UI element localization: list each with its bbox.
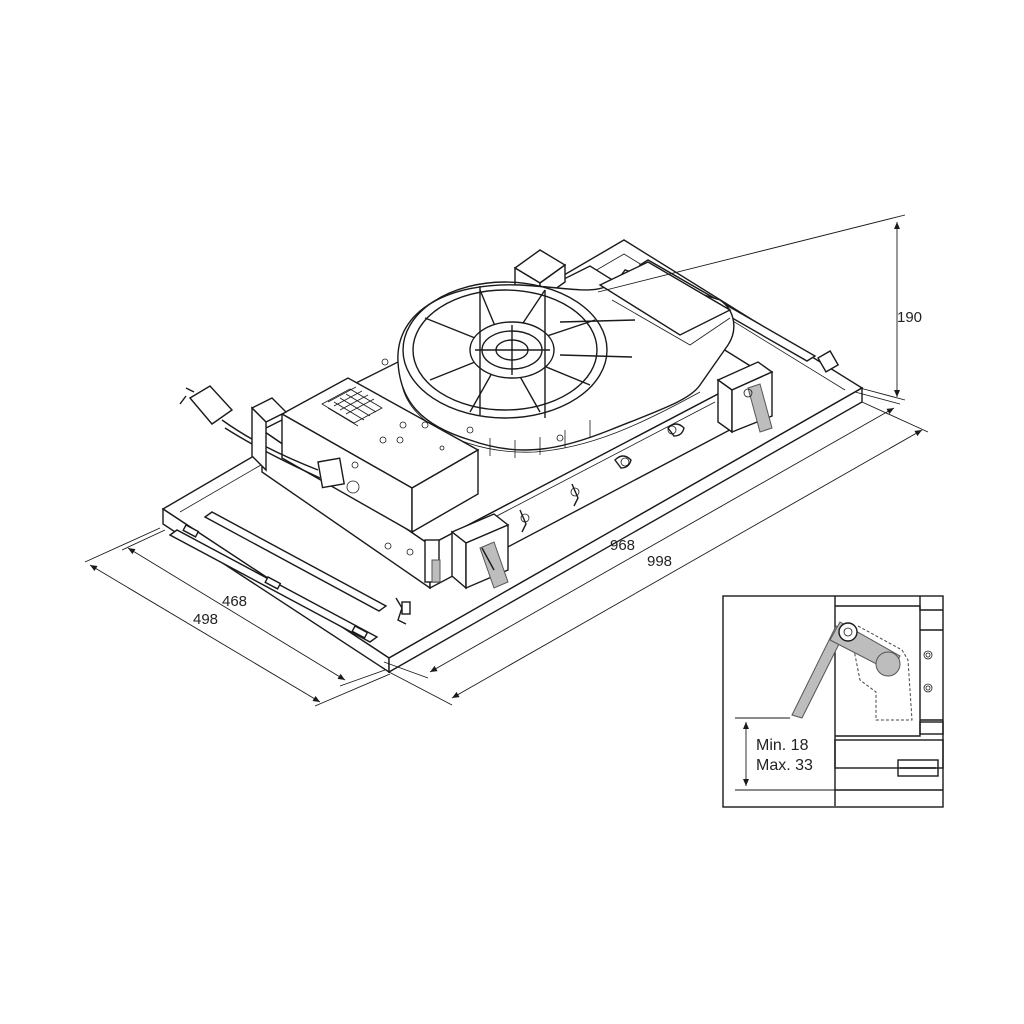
outer-depth-dimension: 498: [84, 527, 391, 707]
outer-length-label: 998: [647, 553, 672, 570]
left-mounting-bracket: [250, 397, 288, 472]
vent-grille: [321, 386, 383, 427]
front-connector: [395, 597, 411, 625]
outer-length-dimension: 998: [388, 401, 929, 706]
outer-depth-label: 498: [193, 611, 218, 628]
height-dimension: 190: [597, 214, 922, 401]
height-label: 190: [897, 309, 922, 326]
inset-max-label: Max. 33: [756, 757, 813, 774]
blower-fan: [381, 261, 735, 458]
inner-depth-label: 468: [222, 593, 247, 610]
inner-length-label: 968: [610, 537, 635, 554]
inset-min-label: Min. 18: [756, 737, 809, 754]
inset-detail: Min. 18 Max. 33: [722, 595, 944, 808]
